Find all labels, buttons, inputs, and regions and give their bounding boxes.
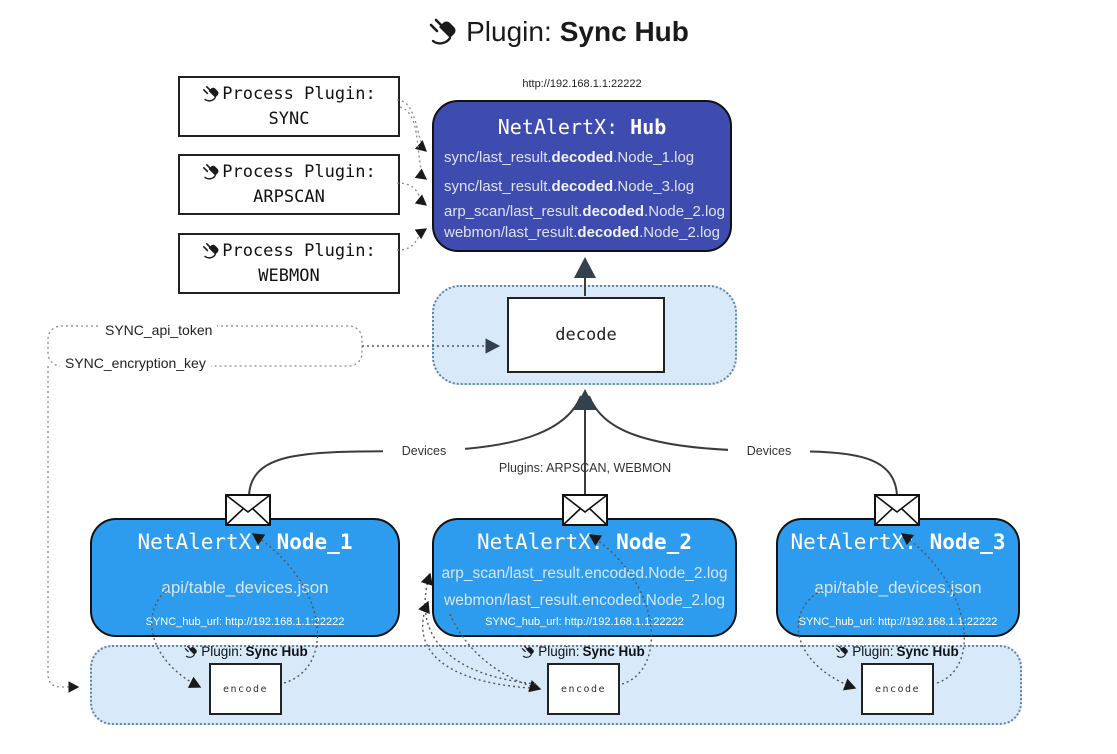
node-title: NetAlertX: Node_1 [137, 530, 353, 554]
hub-url-label: http://192.168.1.1:22222 [522, 78, 642, 90]
node-hub-url: SYNC_hub_url: http://192.168.1.1:22222 [798, 616, 998, 628]
hub-box: NetAlertX: Hub sync/last_result.decoded.… [432, 100, 732, 252]
edge-webmon-to-hubline4 [396, 228, 428, 251]
decode-box: decode [507, 297, 665, 373]
encode-box-2: encode [547, 663, 620, 715]
node-title: NetAlertX: Node_2 [477, 530, 692, 554]
node-hub-url: SYNC_hub_url: http://192.168.1.1:22222 [145, 616, 345, 628]
hub-log-line: sync/last_result.decoded.Node_1.log [444, 149, 695, 166]
plug-icon [836, 645, 849, 658]
plug-icon [429, 18, 457, 45]
plug-icon [185, 645, 198, 658]
process-plugin-label: Process Plugin: [222, 161, 376, 182]
node-1-box: NetAlertX: Node_1 api/table_devices.json… [90, 518, 400, 637]
plug-icon [522, 645, 535, 658]
page-title: Plugin: Sync Hub [0, 16, 1117, 48]
devices-label-left: Devices [383, 444, 465, 458]
node-file: webmon/last_result.encoded.Node_2.log [444, 592, 725, 609]
plugins-label-center: Plugins: ARPSCAN, WEBMON [498, 461, 672, 475]
process-plugin-box-webmon: Process Plugin: WEBMON [178, 233, 400, 294]
edge-keys-to-encode-band [47, 366, 80, 693]
sync-encryption-key-label: SYNC_encryption_key [60, 355, 211, 371]
devices-label-right: Devices [728, 444, 810, 458]
hub-title: NetAlertX: Hub [434, 115, 730, 139]
node-2-box: NetAlertX: Node_2 arp_scan/last_result.e… [432, 518, 737, 637]
node-title: NetAlertX: Node_3 [790, 530, 1006, 554]
encode-plugin-label: Plugin: Sync Hub [812, 644, 982, 659]
process-plugin-box-sync: Process Plugin: SYNC [178, 76, 400, 137]
hub-log-line: sync/last_result.decoded.Node_3.log [444, 178, 695, 195]
process-plugin-name: SYNC [268, 108, 310, 129]
encode-plugin-label: Plugin: Sync Hub [161, 644, 331, 659]
hub-log-line: webmon/last_result.decoded.Node_2.log [444, 224, 720, 241]
plug-icon [203, 86, 220, 102]
node-file: api/table_devices.json [814, 577, 982, 597]
encode-box-1: encode [209, 663, 282, 715]
process-plugin-label: Process Plugin: [222, 240, 376, 261]
hub-title-prefix: NetAlertX: [497, 115, 619, 139]
edge-sync-to-hubline2 [399, 106, 428, 180]
hub-log-line: arp_scan/last_result.decoded.Node_2.log [444, 203, 725, 220]
plug-icon [203, 243, 220, 259]
encode-box-3: encode [861, 663, 934, 715]
process-plugin-name: ARPSCAN [253, 186, 325, 207]
process-plugin-name: WEBMON [258, 265, 320, 286]
node-hub-url: SYNC_hub_url: http://192.168.1.1:22222 [485, 616, 684, 628]
title-name: Sync Hub [559, 16, 689, 47]
process-plugin-label: Process Plugin: [222, 83, 376, 104]
node-file: arp_scan/last_result.encoded.Node_2.log [441, 565, 728, 582]
sync-api-token-label: SYNC_api_token [100, 322, 218, 338]
node-file: api/table_devices.json [161, 577, 329, 597]
encode-plugin-label: Plugin: Sync Hub [498, 644, 668, 659]
node-3-box: NetAlertX: Node_3 api/table_devices.json… [776, 518, 1020, 637]
edge-arpscan-to-hubline3 [396, 182, 428, 206]
title-prefix: Plugin: [466, 16, 552, 47]
plug-icon [203, 164, 220, 180]
edge-sync-to-hubline1 [396, 99, 427, 152]
process-plugin-box-arpscan: Process Plugin: ARPSCAN [178, 154, 400, 215]
hub-title-name: Hub [630, 115, 667, 139]
